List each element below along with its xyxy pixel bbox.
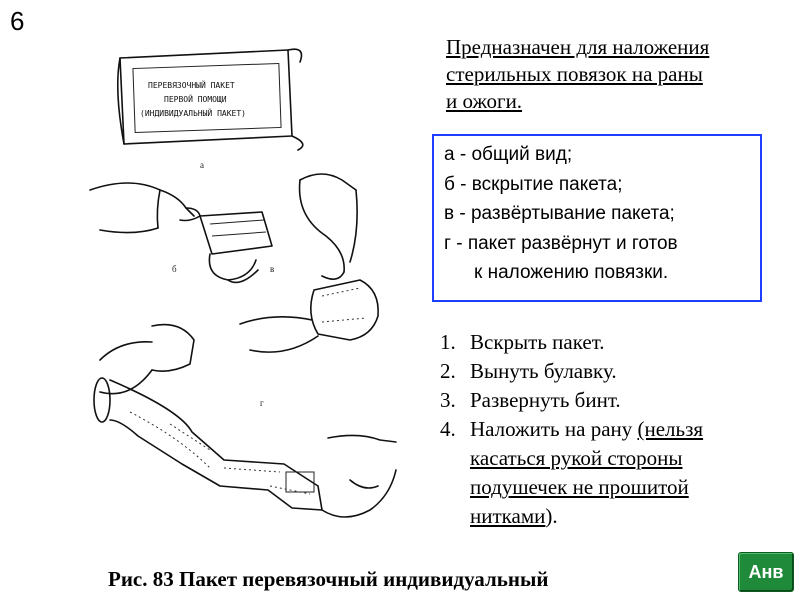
panel-label-a: а xyxy=(200,160,204,170)
step-warning-line: нитками xyxy=(470,504,546,528)
opening-package-hands: б xyxy=(89,182,273,284)
panel-label-v: в xyxy=(270,264,274,274)
legend-item-v: в - развёртывание пакета; xyxy=(444,203,675,224)
purpose-line: и ожоги. xyxy=(446,89,523,113)
anv-nav-button[interactable]: Анв xyxy=(738,552,794,592)
package-general-view: ПЕРЕВЯЗОЧНЫЙ ПАКЕТ ПЕРВОЙ ПОМОЩИ (ИНДИВИ… xyxy=(116,48,304,170)
step-number: 2. xyxy=(440,359,456,383)
purpose-line: Предназначен для наложения xyxy=(446,35,710,59)
step-text: Наложить на рану xyxy=(470,417,638,441)
step-item: 1. Вскрыть пакет. xyxy=(440,328,780,357)
package-label-line-2: ПЕРВОЙ ПОМОЩИ xyxy=(164,93,227,104)
purpose-text: Предназначен для наложения стерильных по… xyxy=(446,34,786,115)
legend-item-b: б - вскрытие пакета; xyxy=(444,173,623,195)
step-item: 3. Развернуть бинт. xyxy=(440,386,780,415)
step-number: 3. xyxy=(440,388,456,412)
instruction-steps: 1. Вскрыть пакет. 2. Вынуть булавку. 3. … xyxy=(440,328,780,531)
unfolded-bandage-hands: г xyxy=(93,323,397,518)
legend-item-a: а - общий вид; xyxy=(444,144,573,165)
step-warning-line: касаться рукой стороны xyxy=(470,446,683,470)
step-warning-line: (нельзя xyxy=(637,417,704,441)
slide-number: 6 xyxy=(10,6,25,36)
step-item: 4. Наложить на рану (нельзя xyxy=(440,415,780,444)
step-text: Вскрыть пакет. xyxy=(470,330,605,354)
step-text: Развернуть бинт. xyxy=(470,388,621,412)
step-number: 1. xyxy=(440,330,456,354)
figure-legend-box: а - общий вид; б - вскрытие пакета; в - … xyxy=(432,134,762,302)
package-label-line-1: ПЕРЕВЯЗОЧНЫЙ ПАКЕТ xyxy=(148,79,235,90)
step-warning-tail: ). xyxy=(545,504,558,528)
unfolding-package-hands: в xyxy=(239,173,379,353)
step-item: 2. Вынуть булавку. xyxy=(440,357,780,386)
step-text: Вынуть булавку. xyxy=(470,359,617,383)
purpose-line: стерильных повязок на раны xyxy=(446,62,703,86)
panel-label-g: г xyxy=(260,398,264,408)
panel-label-b: б xyxy=(172,264,177,274)
figure-caption: Рис. 83 Пакет перевязочный индивидуальны… xyxy=(108,567,549,591)
legend-item-g-continued: к наложению повязки. xyxy=(474,262,669,283)
dressing-package-illustration: ПЕРЕВЯЗОЧНЫЙ ПАКЕТ ПЕРВОЙ ПОМОЩИ (ИНДИВИ… xyxy=(89,48,397,518)
package-label-line-3: (ИНДИВИДУАЛЬНЫЙ ПАКЕТ) xyxy=(140,107,246,118)
step-warning-line: подушечек не прошитой xyxy=(470,475,689,499)
step-warning-last-line: нитками). xyxy=(440,502,780,531)
step-text-wrap: Наложить на рану (нельзя xyxy=(470,415,703,444)
step-number: 4. xyxy=(440,417,456,441)
legend-item-g: г - пакет развёрнут и готов xyxy=(444,232,678,254)
